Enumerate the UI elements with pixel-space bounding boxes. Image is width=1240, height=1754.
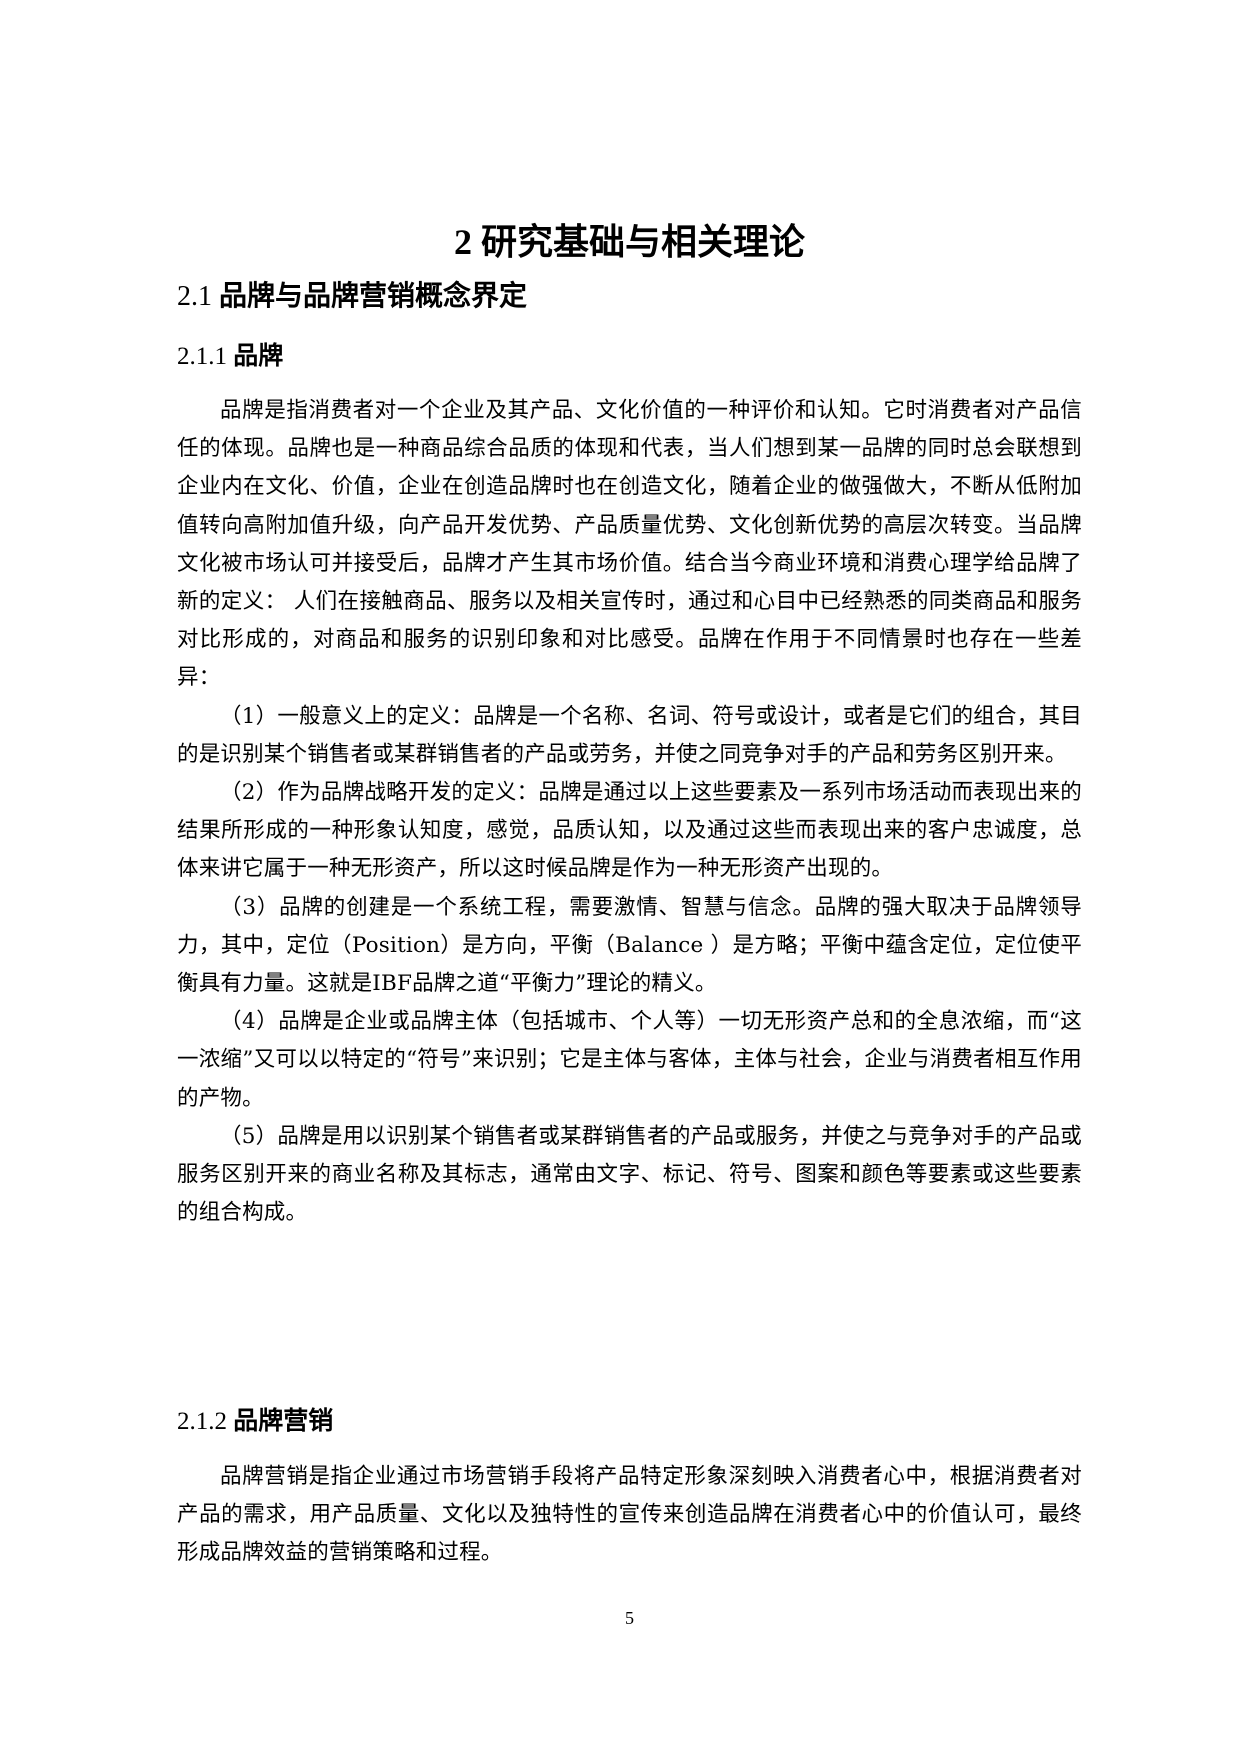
paragraph: （1）一般意义上的定义：品牌是一个名称、名词、符号或设计，或者是它们的组合，其目…	[177, 703, 1082, 767]
paragraph: （4）品牌是企业或品牌主体（包括城市、个人等）一切无形资产总和的全息浓缩，而“这…	[177, 1009, 1082, 1111]
section-heading: 2.1 品牌与品牌营销概念界定	[177, 278, 527, 316]
paragraph: 品牌营销是指企业通过市场营销手段将产品特定形象深刻映入消费者心中，根据消费者对产…	[177, 1464, 1082, 1566]
brand-body: 品牌是指消费者对一个企业及其产品、文化价值的一种评价和认知。它时消费者对产品信任…	[177, 392, 1082, 1232]
section-number: 2.1	[177, 281, 212, 312]
subsection-heading-brand: 2.1.1 品牌	[177, 339, 283, 375]
chapter-title: 2 研究基础与相关理论	[453, 222, 805, 262]
brand-marketing-body: 品牌营销是指企业通过市场营销手段将产品特定形象深刻映入消费者心中，根据消费者对产…	[177, 1458, 1082, 1573]
subsection-title-text: 品牌	[233, 343, 284, 370]
paragraph: （2）作为品牌战略开发的定义：品牌是通过以上这些要素及一系列市场活动而表现出来的…	[177, 780, 1082, 882]
paragraph: 品牌是指消费者对一个企业及其产品、文化价值的一种评价和认知。它时消费者对产品信任…	[177, 398, 1082, 691]
paragraph: （5）品牌是用以识别某个销售者或某群销售者的产品或服务，并使之与竞争对手的产品或…	[177, 1123, 1082, 1226]
page-number: 5	[625, 1608, 634, 1628]
subsection-title-text: 品牌营销	[233, 1408, 334, 1435]
section-title-text: 品牌与品牌营销概念界定	[219, 281, 528, 312]
subsection-heading-brand-marketing: 2.1.2 品牌营销	[177, 1404, 333, 1440]
paragraph: （3）品牌的创建是一个系统工程，需要激情、智慧与信念。品牌的强大取决于品牌领导力…	[177, 894, 1082, 997]
subsection-number: 2.1.2	[177, 1408, 227, 1435]
subsection-number: 2.1.1	[177, 343, 227, 370]
